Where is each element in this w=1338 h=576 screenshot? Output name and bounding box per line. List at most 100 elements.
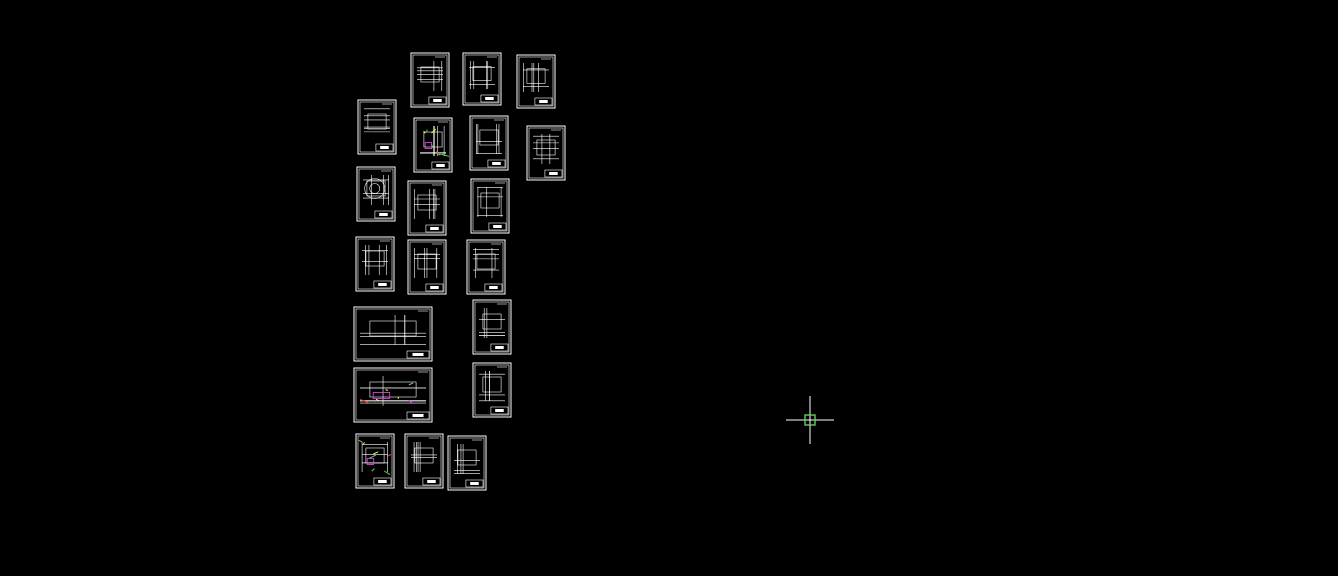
sheet-border <box>413 117 453 173</box>
drawing-content <box>469 61 495 89</box>
sheet-border <box>404 433 444 489</box>
sheet-r4-c[interactable] <box>466 239 506 295</box>
sheet-r1-a[interactable] <box>410 52 450 108</box>
drawing-content <box>413 189 440 219</box>
title-block <box>373 280 392 289</box>
drawing-content <box>364 108 390 133</box>
title-block <box>422 477 441 486</box>
sheet-r4-a[interactable] <box>355 236 395 292</box>
drawing-content <box>362 245 388 275</box>
title-block <box>534 97 553 106</box>
sheet-inner-border <box>518 56 554 107</box>
sheet-border <box>469 115 509 171</box>
sheet-border <box>472 299 512 355</box>
sheet-r3-b[interactable] <box>407 180 447 236</box>
title-block <box>428 96 447 105</box>
flange-circle-icon <box>364 178 386 199</box>
title-block <box>431 161 450 170</box>
sheet-r2-d[interactable] <box>526 125 566 181</box>
sheet-inner-border <box>355 369 431 421</box>
title-block-label <box>492 162 501 165</box>
sheet-inner-border <box>449 437 485 489</box>
sheet-r1-b[interactable] <box>462 52 502 106</box>
title-block <box>490 343 509 352</box>
sheet-border <box>353 306 433 362</box>
drawing-content <box>414 248 440 278</box>
sheet-r7-b[interactable] <box>404 433 444 489</box>
sheet-inner-border <box>471 117 507 169</box>
sheet-inner-border <box>474 301 510 353</box>
title-block-label <box>378 480 387 483</box>
sheet-inner-border <box>415 119 451 171</box>
title-block <box>425 283 444 292</box>
title-block-label <box>378 283 387 286</box>
drawing-content <box>359 376 426 406</box>
title-block-label <box>433 99 442 102</box>
drawing-content <box>523 63 549 92</box>
sheet-r2-a[interactable] <box>357 99 397 155</box>
title-block <box>425 224 444 233</box>
drawing-content <box>473 248 499 278</box>
sheet-inner-border <box>359 101 395 153</box>
sheet-border <box>447 435 487 491</box>
title-block-label <box>430 286 439 289</box>
sheet-r4-b[interactable] <box>407 239 447 295</box>
drawing-content <box>479 371 505 402</box>
sheet-r7-a[interactable] <box>355 433 395 489</box>
title-block-label <box>430 227 439 230</box>
sheet-r6-a[interactable] <box>353 367 433 423</box>
sheet-r1-c[interactable] <box>516 54 556 109</box>
title-block-label <box>380 146 389 149</box>
title-block <box>406 411 430 420</box>
title-block-label <box>495 409 504 412</box>
sheet-inner-border <box>472 180 508 232</box>
sheet-border <box>357 99 397 155</box>
sheet-inner-border <box>409 241 445 293</box>
title-block <box>487 159 506 168</box>
sheet-r7-c[interactable] <box>447 435 487 491</box>
sheet-inner-border <box>357 238 393 290</box>
sheet-inner-border <box>412 54 448 106</box>
sheet-border <box>470 178 510 234</box>
title-block <box>373 477 392 486</box>
sheet-border <box>355 236 395 292</box>
title-block-label <box>470 482 479 485</box>
sheet-r2-b[interactable] <box>413 117 453 173</box>
sheet-border <box>353 367 433 423</box>
sheet-r5-b[interactable] <box>472 299 512 355</box>
title-block <box>488 222 507 231</box>
title-block <box>406 350 430 359</box>
sheet-inner-border <box>358 168 394 220</box>
title-block <box>484 283 503 292</box>
sheet-r3-c[interactable] <box>470 178 510 234</box>
sheet-inner-border <box>528 127 564 179</box>
title-block-label <box>436 164 445 167</box>
title-block-label <box>549 172 558 175</box>
sheet-r5-a[interactable] <box>353 306 433 362</box>
sheet-border <box>462 52 502 106</box>
title-block-label <box>427 480 436 483</box>
drawing-content <box>417 61 443 91</box>
title-block-label <box>539 100 548 103</box>
drawing-content <box>420 126 450 157</box>
sheet-border <box>466 239 506 295</box>
drawing-content <box>479 308 505 338</box>
sheet-r6-b[interactable] <box>472 362 512 418</box>
title-block-label <box>485 97 494 100</box>
title-block <box>480 94 499 103</box>
sheet-r3-a[interactable] <box>356 166 396 222</box>
sheet-border <box>407 239 447 295</box>
title-block-label <box>412 353 424 356</box>
title-block <box>490 406 509 415</box>
drawing-content <box>476 124 502 154</box>
sheet-inner-border <box>464 54 500 104</box>
sheet-inner-border <box>355 308 431 360</box>
sheet-border <box>355 433 395 489</box>
drawing-content <box>360 315 426 345</box>
title-block-label <box>379 213 388 216</box>
drawing-content <box>454 444 480 474</box>
sheet-r2-c[interactable] <box>469 115 509 171</box>
title-block <box>544 169 563 178</box>
sheet-border <box>516 54 556 109</box>
